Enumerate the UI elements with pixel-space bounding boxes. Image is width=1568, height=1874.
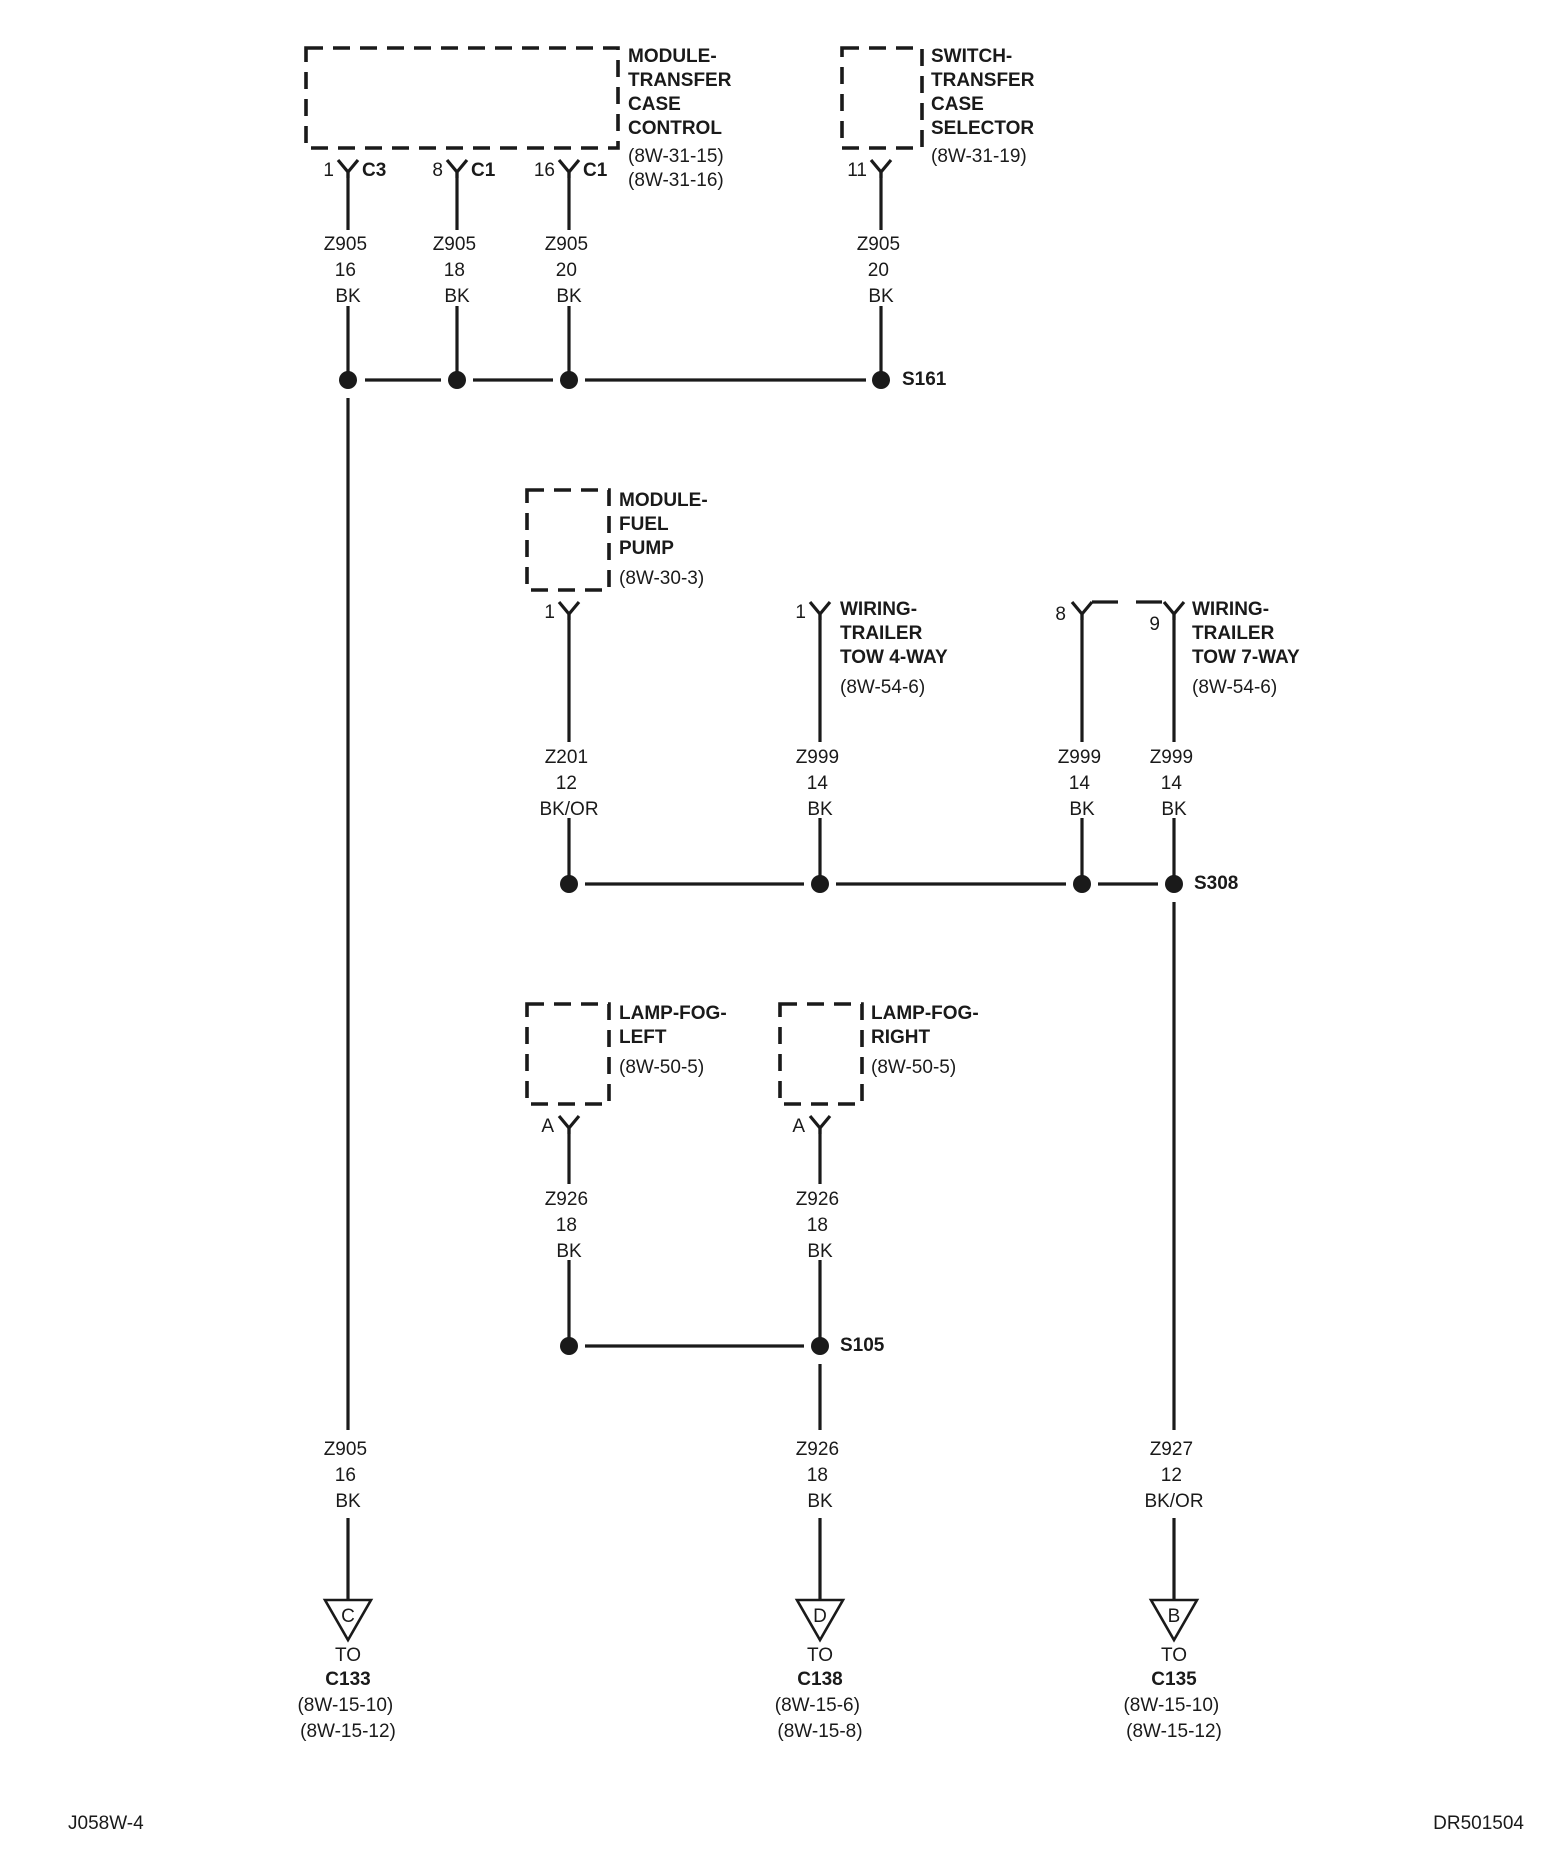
pin-label: 8 — [1055, 604, 1066, 625]
trailer-tow-4way-ref: (8W-54-6) — [840, 677, 925, 698]
connector-symbol-7way — [1070, 600, 1186, 620]
splice-label-s161: S161 — [902, 369, 947, 390]
lamp-fog-right-name: LAMP-FOG- RIGHT — [871, 1003, 984, 1048]
destination-triangle-d — [794, 1598, 846, 1643]
splice-dot — [339, 371, 357, 389]
module-fuel-pump-box — [525, 488, 611, 592]
destination-connector: C138 — [797, 1669, 842, 1690]
splice-label-s105: S105 — [840, 1335, 885, 1356]
splice-dot — [560, 875, 578, 893]
destination-refs: (8W-15-10) (8W-15-12) — [297, 1695, 398, 1742]
splice-dot — [872, 371, 890, 389]
splice-dot — [448, 371, 466, 389]
pin-label: A — [541, 1116, 554, 1137]
wire-label: Z905 20 BK — [545, 234, 594, 307]
pin-label: 16 — [534, 160, 555, 181]
destination-to-label: TO — [1161, 1645, 1187, 1666]
wire-label: Z926 18 BK — [796, 1439, 845, 1512]
destination-letter: C — [341, 1606, 355, 1627]
destination-triangle-b — [1148, 1598, 1200, 1643]
pin-label: 9 — [1149, 614, 1160, 635]
destination-letter: B — [1168, 1606, 1181, 1627]
connector-label: C3 — [362, 160, 386, 181]
lamp-fog-left-box — [525, 1002, 611, 1106]
footer-right-code: DR501504 — [1433, 1813, 1524, 1834]
wire-label: Z905 16 BK — [324, 1439, 373, 1512]
pin-label: 1 — [544, 602, 555, 623]
destination-connector: C135 — [1151, 1669, 1197, 1690]
splice-dot — [560, 1337, 578, 1355]
module-tcc-name: MODULE- TRANSFER CASE CONTROL — [628, 46, 737, 139]
splice-dot — [1073, 875, 1091, 893]
wire-label: Z999 14 BK — [796, 747, 845, 820]
module-transfer-case-control-box — [304, 46, 620, 150]
trailer-tow-4way-name: WIRING- TRAILER TOW 4-WAY — [840, 599, 948, 668]
wire-label: Z905 16 BK — [324, 234, 373, 307]
switch-transfer-case-selector-box — [840, 46, 924, 150]
destination-refs: (8W-15-6) (8W-15-8) — [775, 1695, 865, 1742]
switch-tcs-name: SWITCH- TRANSFER CASE SELECTOR — [931, 46, 1040, 139]
destination-refs: (8W-15-10) (8W-15-12) — [1123, 1695, 1224, 1742]
wire-label: Z905 18 BK — [433, 234, 482, 307]
lamp-fog-right-ref: (8W-50-5) — [871, 1057, 956, 1078]
wire-label: Z927 12 BK/OR — [1144, 1439, 1203, 1512]
destination-to-label: TO — [335, 1645, 361, 1666]
wire-label: Z905 20 BK — [857, 234, 906, 307]
pin-label: 8 — [432, 160, 443, 181]
trailer-tow-7way-name: WIRING- TRAILER TOW 7-WAY — [1192, 599, 1300, 668]
pin-label: A — [792, 1116, 805, 1137]
pin-label: 1 — [795, 602, 806, 623]
module-fuel-pump-ref: (8W-30-3) — [619, 568, 704, 589]
pin-label: 1 — [323, 160, 334, 181]
connector-label: C1 — [583, 160, 608, 181]
splice-dot — [560, 371, 578, 389]
module-tcc-refs: (8W-31-15) (8W-31-16) — [628, 146, 729, 191]
switch-tcs-ref: (8W-31-19) — [931, 146, 1027, 167]
splice-label-s308: S308 — [1194, 873, 1238, 894]
module-fuel-pump-name: MODULE- FUEL PUMP — [619, 490, 713, 559]
wire-label: Z999 14 BK — [1058, 747, 1107, 820]
destination-letter: D — [813, 1606, 827, 1627]
destination-connector: C133 — [325, 1669, 370, 1690]
splice-dot — [811, 875, 829, 893]
wire-label: Z926 18 BK — [796, 1189, 845, 1262]
destination-triangle-c — [322, 1598, 374, 1643]
wire-label: Z201 12 BK/OR — [539, 747, 598, 820]
connector-label: C1 — [471, 160, 496, 181]
splice-dot — [1165, 875, 1183, 893]
wire-label: Z926 18 BK — [545, 1189, 594, 1262]
trailer-tow-7way-ref: (8W-54-6) — [1192, 677, 1277, 698]
footer-left-code: J058W-4 — [68, 1813, 144, 1834]
splice-dot — [811, 1337, 829, 1355]
destination-to-label: TO — [807, 1645, 833, 1666]
lamp-fog-left-name: LAMP-FOG- LEFT — [619, 1003, 732, 1048]
pin-label: 11 — [847, 160, 867, 181]
lamp-fog-left-ref: (8W-50-5) — [619, 1057, 704, 1078]
lamp-fog-right-box — [778, 1002, 864, 1106]
wire-label: Z999 14 BK — [1150, 747, 1199, 820]
